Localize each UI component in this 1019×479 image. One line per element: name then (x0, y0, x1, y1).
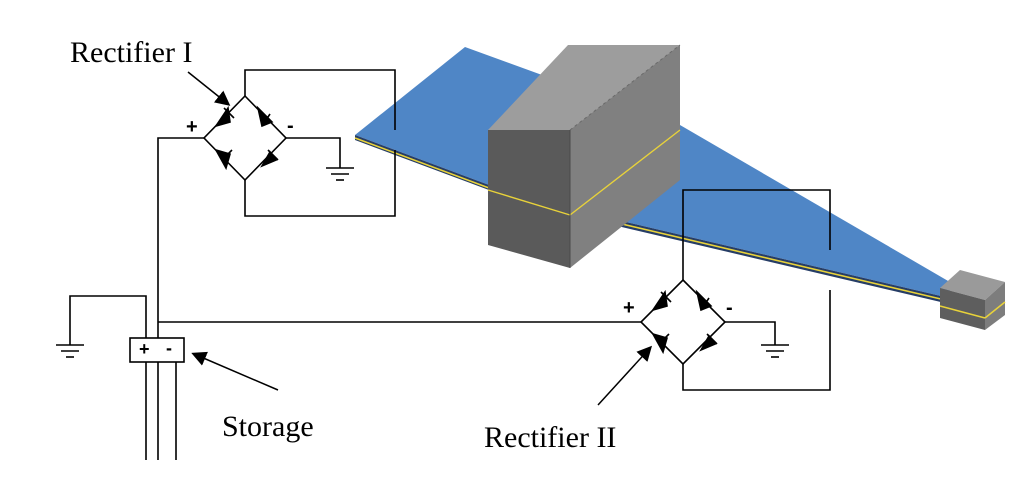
storage-label: Storage (222, 410, 314, 443)
rectifier-1-minus-sign: - (287, 115, 294, 137)
storage-element (69, 295, 185, 460)
magnet-front-face (488, 130, 570, 268)
rectifier-1-ac-wire-bottom (244, 150, 396, 217)
rectifier-1-diodes (214, 105, 279, 171)
piezo-layer-left (354, 137, 498, 192)
diode-icon (214, 105, 231, 128)
rectifier-2-plus-sign: + (623, 297, 635, 319)
diode-icon (651, 289, 668, 312)
rectifier-2-dc-minus-wire (725, 321, 776, 345)
rectifier-2-ac-wire-top (682, 189, 831, 280)
diode-icon (260, 150, 278, 168)
storage-minus-sign: - (166, 338, 172, 358)
rectifier-2-label: Rectifier II (484, 421, 617, 454)
rectifier-1-ac-wire-top (244, 69, 396, 130)
ground-icon (761, 344, 789, 358)
storage-box (129, 337, 185, 363)
diode-icon (695, 289, 713, 312)
storage-ground-wire (69, 295, 147, 345)
rectifier-1-pointer-arrow (187, 71, 231, 106)
ground-icon (326, 167, 354, 181)
rectifier-2-diodes (651, 289, 718, 355)
storage-pointer-arrow (191, 351, 279, 391)
rectifier-1-label: Rectifier I (70, 36, 193, 69)
tip-mass (939, 270, 1006, 330)
magnet-block (487, 44, 681, 268)
piezo-layer-right (574, 212, 946, 301)
rectifier-2-minus-sign: - (726, 297, 733, 319)
diode-icon (256, 105, 274, 128)
storage-plus-sign: + (139, 339, 150, 359)
rectifier-1-dc-plus-wire (157, 137, 204, 460)
magnet-top-face (488, 45, 680, 130)
magnet-side-face (570, 45, 680, 268)
ground-icon (56, 344, 84, 358)
rectifier-2-ac-wire-bottom (682, 290, 831, 391)
rectifier-1-plus-sign: + (186, 116, 198, 138)
rectifier-2-pointer-arrow (597, 345, 653, 406)
rectifier-1-dc-minus-wire (286, 137, 341, 168)
